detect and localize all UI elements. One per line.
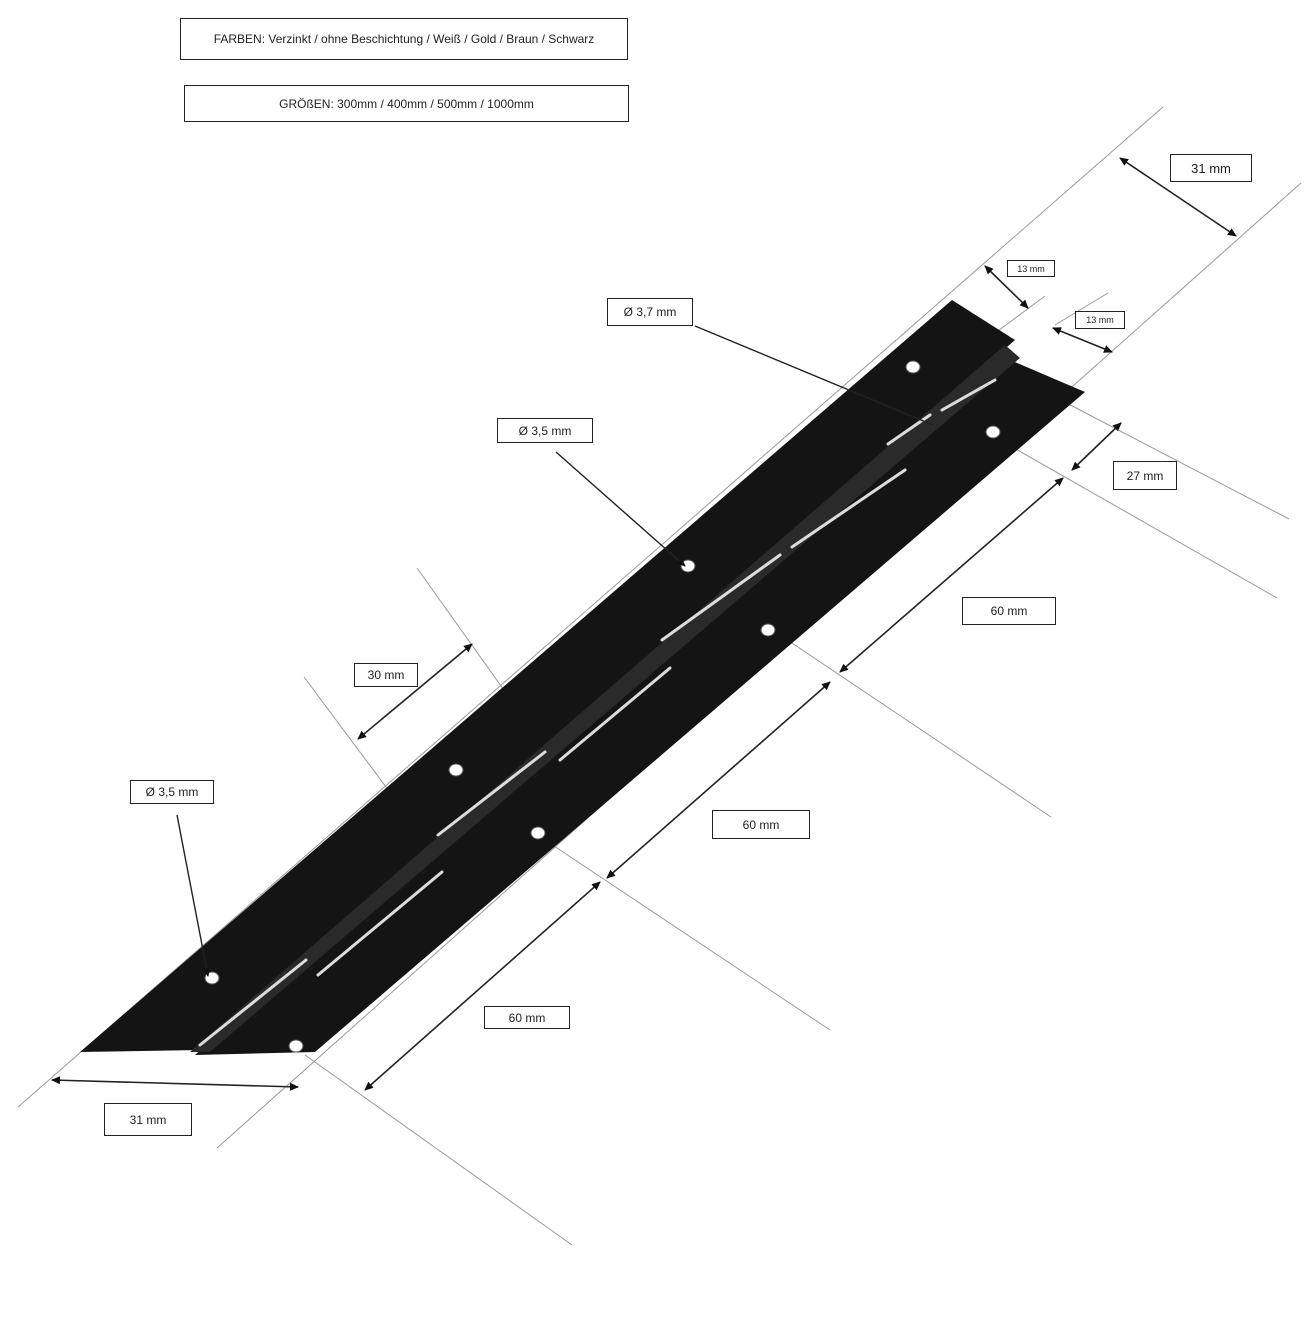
label-pitch-mid: 60 mm [712, 810, 810, 839]
guide-line [17, 106, 1164, 1108]
arrow-13mm-lower [1052, 327, 1113, 353]
arrow-30mm [357, 643, 473, 740]
hole [288, 1039, 304, 1053]
hinge-upper-leaf [80, 300, 1015, 1052]
arrow-27mm [1071, 422, 1122, 471]
mounting-holes [204, 360, 1001, 1053]
hole [760, 623, 776, 637]
hinge-lower-leaf [195, 360, 1085, 1055]
leader-hole-35-mid [555, 451, 686, 567]
sizes-box: GRÖßEN: 300mm / 400mm / 500mm / 1000mm [184, 85, 629, 122]
label-pitch-top: 60 mm [962, 597, 1056, 625]
hole [985, 425, 1001, 439]
guide-line [782, 636, 1052, 818]
label-leaf-lower: 13 mm [1075, 311, 1125, 329]
hole [530, 826, 546, 840]
arrow-60mm-low [364, 881, 601, 1091]
colors-box: FARBEN: Verzinkt / ohne Beschichtung / W… [180, 18, 628, 60]
label-pitch-low: 60 mm [484, 1006, 570, 1029]
label-hole-top: Ø 3,7 mm [607, 298, 693, 326]
hole [680, 559, 696, 573]
leader-hole-35-low [176, 814, 211, 977]
leader-lines [176, 325, 934, 977]
leader-hole-37 [694, 325, 934, 426]
piano-hinge [80, 300, 1085, 1055]
label-hole-low: Ø 3,5 mm [130, 780, 214, 804]
arrow-31mm-top [1119, 157, 1237, 237]
label-edge-offset: 27 mm [1113, 461, 1177, 490]
label-offset-30: 30 mm [354, 663, 418, 687]
arrow-13mm-upper [984, 265, 1029, 309]
hole [448, 763, 464, 777]
dimension-arrows [51, 157, 1237, 1091]
label-hole-mid: Ø 3,5 mm [497, 418, 593, 443]
guide-line [1054, 292, 1109, 326]
guide-line [544, 839, 831, 1031]
hole [905, 360, 921, 374]
arrow-60mm-mid [606, 681, 831, 879]
guide-line [304, 1054, 573, 1246]
label-leaf-upper: 13 mm [1007, 260, 1055, 277]
hinge-knuckle [190, 345, 1020, 1052]
label-width-top: 31 mm [1170, 154, 1252, 182]
guide-line [1054, 396, 1290, 520]
arrow-60mm-top [839, 477, 1064, 673]
guide-line [999, 439, 1278, 599]
arrow-31mm-bottom [51, 1076, 299, 1091]
label-width-bottom: 31 mm [104, 1103, 192, 1136]
